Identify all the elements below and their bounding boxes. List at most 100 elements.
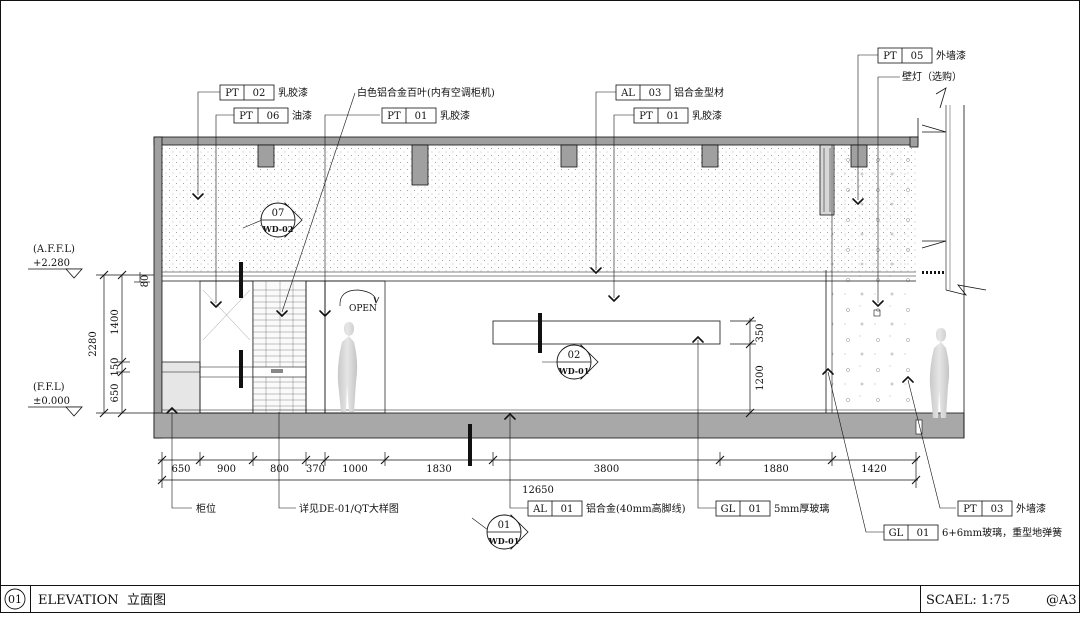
note-open: OPEN bbox=[349, 304, 377, 314]
callout-code: AL bbox=[620, 88, 635, 99]
section-marker-ref: WD-01 bbox=[488, 536, 520, 546]
section-marker-num: 07 bbox=[272, 208, 285, 219]
beam bbox=[257, 144, 275, 168]
top-slab bbox=[153, 136, 919, 146]
beam bbox=[411, 144, 429, 186]
callout-number: 01 bbox=[667, 111, 680, 122]
stud-row bbox=[922, 271, 944, 274]
afl-label: (A.F.F.L) bbox=[33, 244, 75, 255]
dim-segment: 1830 bbox=[426, 464, 451, 475]
section-marker-ref: WD-02 bbox=[262, 224, 294, 234]
cabinet-base bbox=[161, 361, 201, 414]
callout-description: 乳胶漆 bbox=[440, 109, 470, 122]
section-marker-01[interactable]: 01 WD-01 bbox=[486, 514, 529, 550]
section-marker-ref: WD-01 bbox=[558, 366, 590, 376]
title-cn: 立面图 bbox=[127, 593, 166, 608]
note-louver: 白色铝合金百叶(内有空调柜机) bbox=[357, 86, 495, 99]
dim-segment: 650 bbox=[171, 464, 190, 475]
side-panel bbox=[305, 280, 326, 414]
elevation-body bbox=[153, 87, 987, 439]
callout-code: PT bbox=[963, 504, 977, 515]
wall-lamp-bracket bbox=[921, 124, 947, 133]
leader-arrowheads bbox=[166, 193, 914, 420]
callout-code: GL bbox=[721, 504, 736, 515]
dim-left-lower: 650 bbox=[110, 383, 121, 402]
dim-segment: 1420 bbox=[861, 464, 886, 475]
dim-top-strip: 80 bbox=[140, 275, 151, 288]
callout-description: 油漆 bbox=[292, 109, 312, 122]
human-figure bbox=[929, 328, 950, 418]
section-cut-bars bbox=[239, 262, 542, 466]
callout-code: PT bbox=[225, 88, 239, 99]
callout-number: 01 bbox=[749, 504, 762, 515]
break-line bbox=[945, 284, 987, 296]
callout-description: 5mm厚玻璃 bbox=[774, 502, 829, 515]
callout-code: PT bbox=[883, 51, 897, 62]
callout-code: PT bbox=[639, 111, 653, 122]
counter-top bbox=[492, 320, 721, 345]
louver-slats bbox=[253, 281, 306, 413]
dim-total: 12650 bbox=[522, 485, 554, 496]
dim-left-upper: 1400 bbox=[110, 309, 121, 334]
dim-segment: 370 bbox=[306, 464, 325, 475]
afl-value: +2.280 bbox=[33, 258, 70, 269]
dim-left-total: 2280 bbox=[88, 331, 99, 356]
beam bbox=[850, 144, 868, 168]
title-index-circle bbox=[4, 588, 26, 610]
material-callout: AL 03 铝合金型材 bbox=[615, 84, 724, 101]
dim-segment: 900 bbox=[217, 464, 236, 475]
material-callout: GL 01 5mm厚玻璃 bbox=[715, 500, 829, 517]
callout-number: 01 bbox=[561, 504, 574, 515]
callout-description: 外墙漆 bbox=[936, 49, 966, 62]
wall-lamp-icon bbox=[873, 309, 881, 317]
callout-description: 6+6mm玻璃，重型地弹簧 bbox=[942, 526, 1062, 539]
door-pivot bbox=[915, 419, 923, 435]
dim-segment: 1000 bbox=[342, 464, 367, 475]
callout-number: 03 bbox=[649, 88, 662, 99]
callout-number: 03 bbox=[991, 504, 1004, 515]
beam bbox=[701, 144, 719, 168]
cabinet-tall bbox=[199, 280, 254, 414]
ffl-label: (F.F.L) bbox=[33, 382, 65, 393]
dim-segment: 1880 bbox=[763, 464, 788, 475]
floor-slab bbox=[153, 412, 965, 439]
stone-wall-zone bbox=[832, 145, 916, 413]
left-wall bbox=[153, 136, 163, 439]
title-en: ELEVATION bbox=[38, 593, 119, 608]
title-block: 01 ELEVATION 立面图 SCAEL: 1:75 @A3 bbox=[0, 585, 1080, 613]
section-marker-num: 01 bbox=[498, 520, 511, 531]
note-wall-lamp: 壁灯（选购） bbox=[902, 70, 962, 83]
material-callout: PT 06 油漆 bbox=[233, 107, 312, 124]
section-marker-num: 02 bbox=[568, 350, 581, 361]
title-block-canvas: 01 ELEVATION 立面图 SCAEL: 1:75 @A3 bbox=[0, 585, 1080, 613]
human-figure bbox=[337, 322, 358, 412]
section-marker-07[interactable]: 07 WD-02 bbox=[260, 202, 303, 238]
dim-segment: 800 bbox=[270, 464, 289, 475]
callout-number: 01 bbox=[917, 528, 930, 539]
dimension-labels: (A.F.F.L) +2.280 (F.F.L) ±0.000 2280 140… bbox=[33, 244, 766, 407]
section-marker-02[interactable]: 02 WD-01 bbox=[556, 344, 599, 380]
callout-description: 乳胶漆 bbox=[278, 86, 308, 99]
glass-column-head bbox=[819, 144, 835, 216]
callout-number: 02 bbox=[253, 88, 266, 99]
beam bbox=[560, 144, 578, 168]
break-line bbox=[935, 87, 947, 109]
leader-lines bbox=[171, 54, 956, 533]
callout-code: PT bbox=[239, 111, 253, 122]
callout-description: 铝合金型材 bbox=[674, 86, 724, 99]
level-markers bbox=[28, 268, 83, 417]
callout-number: 06 bbox=[267, 111, 280, 122]
title-index: 01 bbox=[8, 593, 22, 606]
material-callout: PT 03 外墙漆 bbox=[957, 500, 1046, 517]
ffl-value: ±0.000 bbox=[33, 396, 70, 407]
note-detail-ref: 详见DE-01/QT大样图 bbox=[299, 502, 399, 515]
callout-code: AL bbox=[532, 504, 547, 515]
dim-left-mid: 150 bbox=[110, 357, 121, 376]
callout-description: 外墙漆 bbox=[1016, 502, 1046, 515]
note-cabinet: 柜位 bbox=[196, 502, 216, 515]
